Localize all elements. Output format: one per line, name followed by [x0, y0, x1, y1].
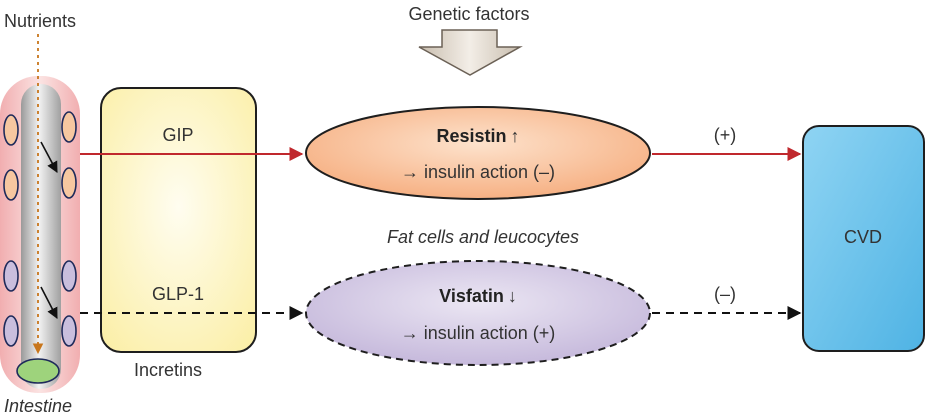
genetic-factors-arrow: [418, 29, 523, 76]
enteroendocrine-cell-k: [61, 111, 77, 143]
resistin-cvd-effect: (+): [714, 125, 737, 145]
resistin-name: Resistin: [436, 126, 506, 146]
enteroendocrine-cell-k: [3, 114, 19, 146]
visfatin-cvd-effect: (–): [714, 284, 736, 304]
enteroendocrine-cell-l: [61, 315, 77, 347]
intestine-label: Intestine: [4, 396, 72, 416]
genetic-factors-label: Genetic factors: [408, 4, 529, 24]
secretion-arrow-glp1: [40, 286, 58, 319]
resistin-title: Resistin↑: [436, 126, 519, 146]
nutrients-label: Nutrients: [4, 11, 76, 31]
glp1-label: GLP-1: [152, 284, 204, 304]
secretion-arrow-gip: [40, 141, 58, 173]
visfatin-name: Visfatin: [439, 286, 504, 306]
resistin-up-arrow: ↑: [511, 126, 520, 146]
enteroendocrine-cell-l: [3, 260, 19, 292]
visfatin-ellipse: [305, 260, 651, 366]
intestine-illustration: [0, 76, 80, 393]
gip-label: GIP: [162, 125, 193, 145]
incretins-label: Incretins: [134, 360, 202, 380]
cvd-box: [802, 125, 925, 352]
visfatin-down-arrow: ↓: [508, 286, 517, 306]
intestine-lumen: [21, 84, 61, 389]
enteroendocrine-cell-l: [61, 260, 77, 292]
enteroendocrine-cell-k: [61, 167, 77, 199]
fat-cells-label: Fat cells and leucocytes: [387, 227, 579, 247]
enteroendocrine-cell-l: [3, 315, 19, 347]
visfatin-title: Visfatin↓: [439, 286, 517, 306]
green-cell: [16, 358, 60, 384]
resistin-ellipse: [305, 106, 651, 200]
enteroendocrine-cell-k: [3, 169, 19, 201]
visfatin-effect: → insulin action (+): [401, 323, 556, 343]
cvd-label: CVD: [844, 227, 882, 247]
resistin-effect: → insulin action (–): [401, 162, 555, 182]
